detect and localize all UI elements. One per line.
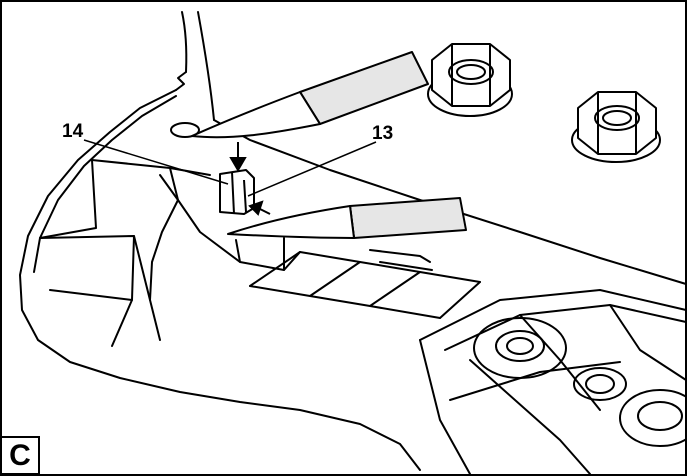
housing-inner-rim [33,95,177,273]
channel-outline [159,174,301,271]
surface-step [169,167,211,176]
lattice-diag-3 [609,304,687,381]
arrow-down-head [229,157,247,172]
surface-hole [170,122,200,138]
rib-line-2 [249,285,441,319]
connector [219,169,255,215]
panel-label-box [0,436,40,475]
rib-cross-3 [369,271,421,307]
lattice-top [419,289,687,341]
boss-right-outer [619,389,687,447]
channel-corner [235,239,241,263]
pry-tool-lower [227,197,467,239]
rib-cross-1 [249,251,301,287]
rib-cross-4 [439,281,481,319]
wall-edge-left [181,11,188,73]
flange-nut-left [427,43,513,117]
boss-right-hole [637,401,683,431]
slot-1 [369,249,431,263]
tray-rib [111,235,135,347]
panel-label: C [9,438,31,472]
pry-tool-upper [191,51,429,139]
leader-lines [83,139,377,197]
lattice-diag-1 [469,359,591,475]
wall-notch [175,71,187,91]
wall-edge-right [197,11,215,121]
lattice-diag-2 [519,314,601,411]
tray-rib-2 [49,289,133,301]
leader-13 [247,141,377,197]
boss-large-inner [495,330,545,362]
arrows [229,142,271,216]
flange-nut-right [571,91,661,163]
tray-back-corner [39,159,97,239]
housing-outer-contour [19,89,421,471]
rib-cross-2 [309,261,361,297]
tray-left-wall [91,159,179,341]
callout-13: 13 [372,123,393,144]
boss-large-hole [506,337,534,355]
boss-mid-hole [585,374,615,394]
lattice-inner-top [444,304,687,351]
rib-line-1 [299,251,481,283]
slot-2 [379,261,433,271]
boss-mid-outer [573,367,627,401]
boss-large-outer [473,317,567,379]
leader-14 [83,139,229,185]
callout-14: 14 [62,121,84,142]
arrow-left-head [248,200,264,216]
lattice-cross [449,361,621,401]
lattice-left [419,339,471,475]
